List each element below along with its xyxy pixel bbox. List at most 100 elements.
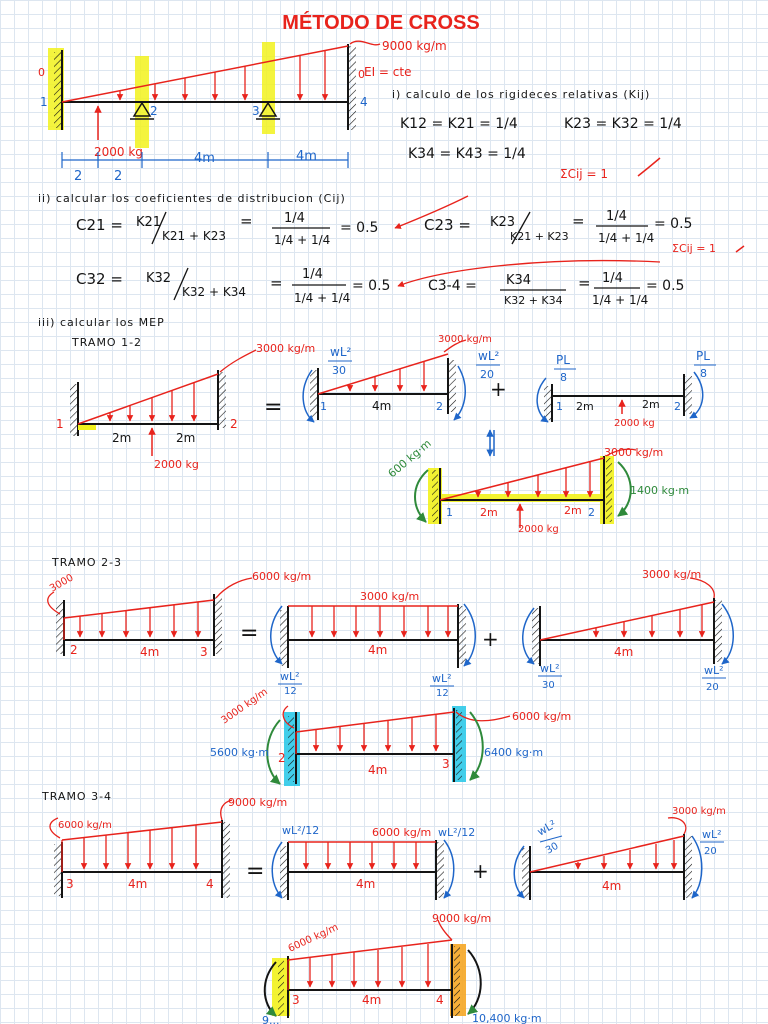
fem-formula: wL² [704, 664, 724, 677]
load-label: 3000 kg/m [604, 446, 663, 459]
node-label: 2 [230, 417, 238, 431]
main-beam-diagram: 2000 kg 9000 kg/m EI = cte 1 2 3 4 0 0 2… [38, 39, 447, 184]
fem-formula: wL² [432, 672, 452, 685]
k12-equation: K12 = K21 = 1/4 [400, 116, 518, 132]
moment-label: 5600 kg·m [210, 746, 269, 759]
moment-label: 6400 kg·m [484, 746, 543, 759]
load-label: 3000 kg/m [438, 334, 492, 345]
c23-den: K21 + K23 [510, 230, 569, 243]
load-label: 3000 kg/m [219, 687, 269, 727]
step1-stiffness: i) calculo de los rigideces relativas (K… [392, 88, 682, 181]
load-label: 6000 kg/m [252, 570, 311, 583]
equivalence-arrow [486, 429, 495, 457]
load-label: 6000 kg/m [58, 820, 112, 831]
fem-formula: 30 [542, 680, 555, 691]
dim-label: 2m [564, 504, 582, 517]
c21-fnum: 1/4 [284, 211, 305, 226]
load-label: 6000 kg/m [287, 922, 340, 955]
c21-result: = 0.5 [340, 220, 378, 236]
c34-result: = 0.5 [646, 278, 684, 294]
c23-num: K23 [490, 215, 515, 230]
load-label: 9000 kg/m [432, 912, 491, 925]
dim-label: 4m [140, 645, 159, 659]
load-label: 3000 kg/m [256, 342, 315, 355]
dim-label: 4m [602, 879, 621, 893]
node-label: 1 [40, 95, 48, 109]
page-title: MÉTODO DE CROSS [282, 11, 479, 34]
tramo23-result: 3000 kg/m 6000 kg/m 5600 kg·m 6400 kg·m … [210, 687, 571, 786]
plus-sign: + [472, 859, 489, 883]
dim-label: 4m [296, 149, 317, 164]
c34-eq: = [578, 274, 591, 292]
dim-label: 2m [576, 400, 594, 413]
node-label: 3 [442, 757, 450, 771]
c21-eq: = [240, 212, 253, 230]
fem-formula: 30 [332, 364, 346, 377]
node-label: 4 [206, 877, 214, 891]
c23-eq: = [572, 212, 585, 230]
step1-heading: i) calculo de los rigideces relativas (K… [392, 88, 650, 101]
load-label: 3000 kg/m [672, 806, 726, 817]
fem-formula: wL² [330, 345, 352, 359]
c34-fnum: 1/4 [602, 271, 623, 286]
load-label: 6000 kg/m [512, 710, 571, 723]
node-label: 3 [66, 877, 74, 891]
fem-formula: 8 [560, 371, 567, 384]
fem-formula: 8 [700, 367, 707, 380]
node-label: 4 [360, 95, 368, 109]
tramo23-uniform: 3000 kg/m 4m wL² 12 wL² 12 + [270, 590, 499, 699]
node-label: 2 [436, 400, 443, 413]
plus-sign: + [490, 377, 507, 401]
fem-formula: 12 [436, 688, 449, 699]
fem-formula: wL² [535, 818, 558, 839]
c21-lhs: C21 = [76, 216, 123, 234]
tramo23-original: 3000 6000 kg/m 2 3 4m = [47, 570, 311, 659]
c23-fden: 1/4 + 1/4 [598, 231, 654, 245]
fem-formula: 20 [704, 846, 717, 857]
node-label: 2 [278, 751, 286, 765]
tramo12-original: 3000 kg/m 1 2 2m 2m 2000 kg = [56, 342, 315, 471]
sum-note: ΣCij = 1 [560, 167, 608, 181]
node-label: 1 [446, 506, 453, 519]
tramo12-label: TRAMO 1-2 [71, 336, 142, 349]
node-label: 3 [200, 645, 208, 659]
tramo34-uniform: 6000 kg/m 4m wL²/12 wL²/12 + [271, 824, 489, 900]
fem-formula: 12 [284, 686, 297, 697]
c23-lhs: C23 = [424, 216, 471, 234]
dim-label: 2m [480, 506, 498, 519]
fem-formula: 20 [480, 368, 494, 381]
load-label: 9000 kg/m [228, 796, 287, 809]
equals-sign: = [264, 395, 282, 420]
tramo34-label: TRAMO 3-4 [41, 790, 112, 803]
dim-label: 2m [642, 398, 660, 411]
tramo34-result: 6000 kg/m 9000 kg/m 3 4 4m 10,400 kg·m 9… [262, 912, 542, 1024]
node-label: 3 [252, 104, 260, 118]
tramo34-triangular: 3000 kg/m 4m wL² 30 wL² 20 [513, 806, 726, 900]
c32-den: K32 + K34 [182, 285, 246, 299]
dim-label: 4m [356, 877, 375, 891]
point-load-label: 2000 kg [518, 524, 559, 535]
c34-num: K34 [506, 273, 531, 288]
c21-den: K21 + K23 [162, 229, 226, 243]
node-label: 1 [320, 400, 327, 413]
fem-formula: PL [696, 349, 710, 363]
fem-formula: wL² [280, 670, 300, 683]
c32-fden: 1/4 + 1/4 [294, 291, 350, 305]
tramo23-label: TRAMO 2-3 [51, 556, 122, 569]
load-label: 3000 [48, 572, 76, 594]
moment-label: 10,400 kg·m [472, 1012, 542, 1024]
c34-den: K32 + K34 [504, 294, 563, 307]
point-load-label: 2000 kg [154, 458, 199, 471]
tramo34-original: 6000 kg/m 9000 kg/m 3 4 4m = [49, 796, 287, 898]
step2-heading: ii) calcular los coeficientes de distrib… [38, 192, 346, 205]
moment-label: 1400 kg·m [630, 484, 689, 497]
dim-label: 4m [368, 763, 387, 777]
c32-num: K32 [146, 271, 171, 286]
ei-label: EI = cte [364, 65, 412, 79]
node-label: 3 [292, 993, 300, 1007]
fem-formula: wL² [540, 662, 560, 675]
fem-formula: PL [556, 353, 570, 367]
equals-sign: = [246, 859, 264, 884]
load-label: 9000 kg/m [382, 39, 447, 53]
